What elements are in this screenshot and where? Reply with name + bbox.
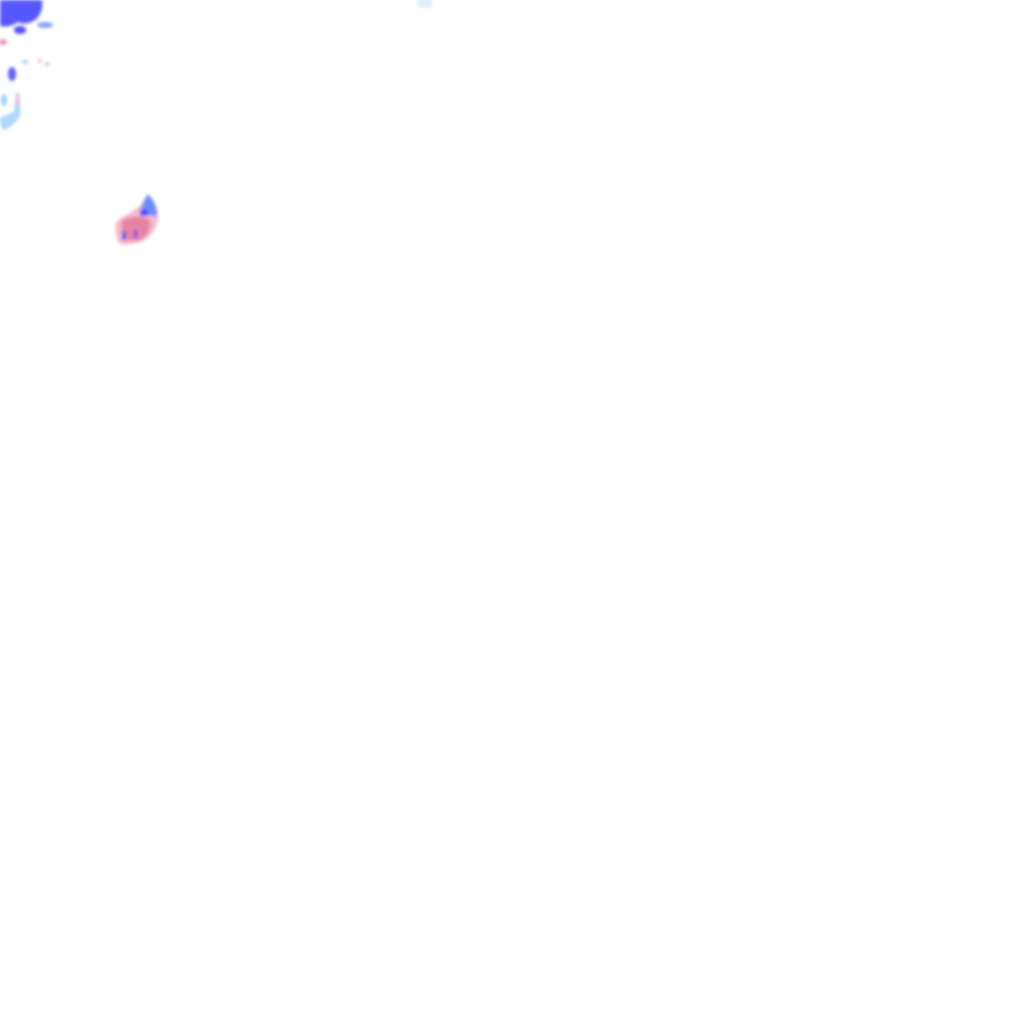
precip-cell-storm (115, 194, 158, 245)
precip-cluster-top-left (0, 0, 433, 130)
